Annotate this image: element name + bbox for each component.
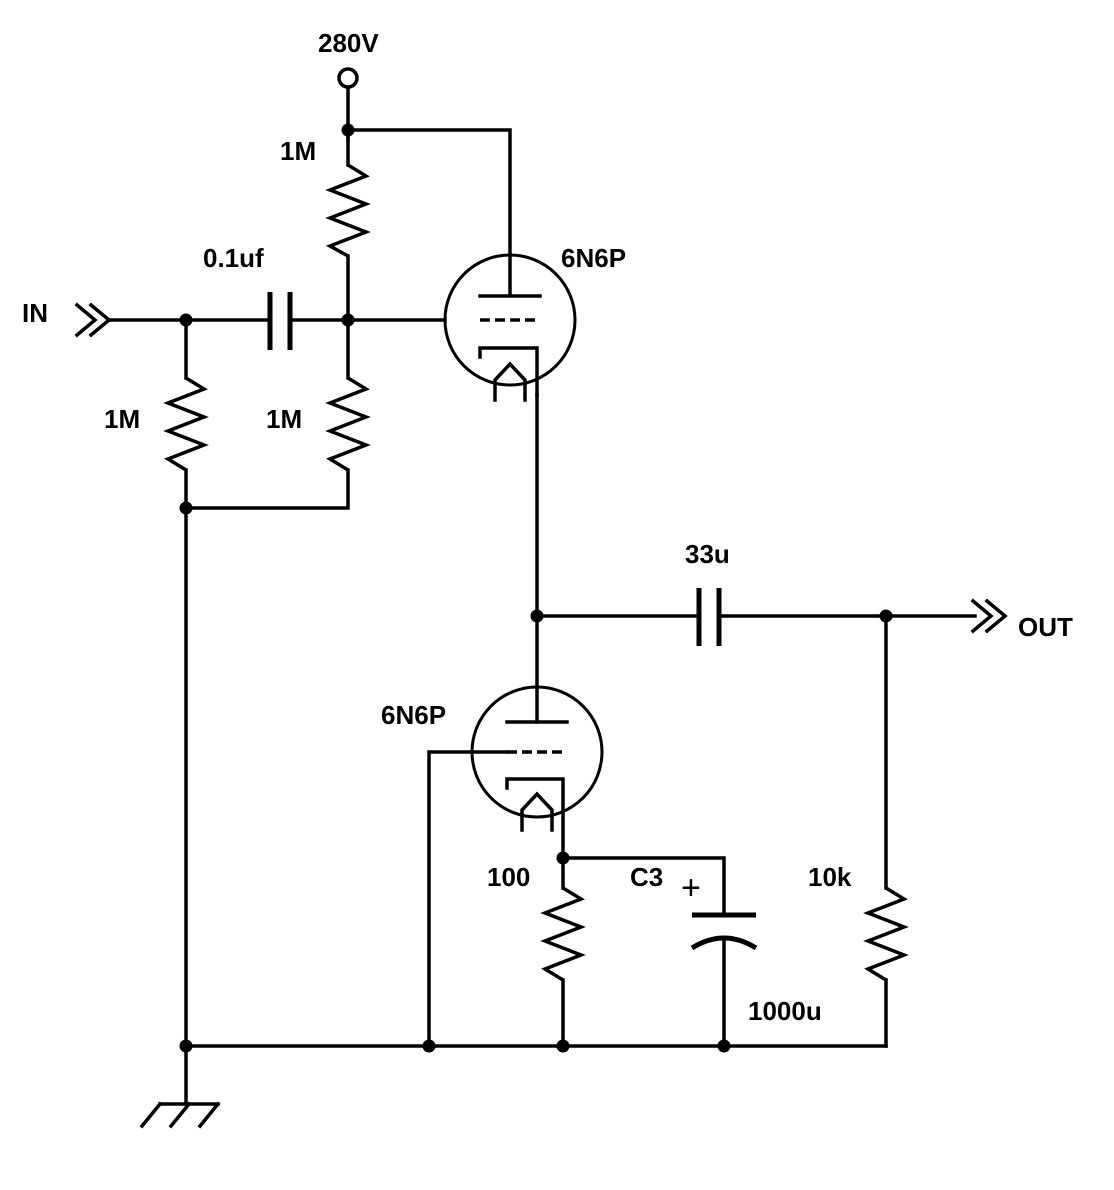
label-c3-value: 1000u xyxy=(748,996,822,1026)
junction-bias xyxy=(179,501,193,515)
junction-grid xyxy=(341,313,355,327)
resistor-r-bias xyxy=(184,318,371,510)
label-r-load: 10k xyxy=(808,862,852,892)
capacitor-c-in xyxy=(267,292,447,350)
junction-output xyxy=(879,609,893,623)
capacitor-c-out xyxy=(535,588,977,646)
tube-bottom xyxy=(427,685,604,1048)
junction-gnd-2 xyxy=(422,1039,436,1053)
capacitor-c3 xyxy=(561,856,758,1048)
label-c-out: 33u xyxy=(685,539,730,569)
junction-gnd-3 xyxy=(556,1039,570,1053)
label-tube-bottom: 6N6P xyxy=(381,700,446,730)
junction-mid xyxy=(530,609,544,623)
ground-rail xyxy=(184,1044,888,1106)
junction-input xyxy=(179,313,193,327)
label-output: OUT xyxy=(1018,612,1073,642)
label-r-bias: 1M xyxy=(266,404,302,434)
resistor-r-in xyxy=(163,318,209,1048)
junction-gnd-4 xyxy=(717,1039,731,1053)
label-c3-ref: C3 xyxy=(630,862,663,892)
label-tube-top: 6N6P xyxy=(561,243,626,273)
label-r-cathode: 100 xyxy=(487,862,530,892)
tube-top xyxy=(443,253,577,402)
chassis-ground-icon xyxy=(139,1101,221,1129)
junction-dots xyxy=(179,123,893,1053)
resistor-r-top xyxy=(325,128,371,322)
label-c-in: 0.1uf xyxy=(203,243,264,273)
label-r-in: 1M xyxy=(104,404,140,434)
junction-cathode xyxy=(556,851,570,865)
resistor-r-load xyxy=(863,614,909,1048)
label-supply: 280V xyxy=(318,28,379,58)
resistor-r-cathode xyxy=(540,856,586,1048)
label-input: IN xyxy=(22,298,48,328)
label-r-top: 1M xyxy=(280,136,316,166)
input-connector xyxy=(74,302,272,338)
junction-supply xyxy=(341,123,355,137)
wire-supply-to-plate xyxy=(346,128,512,297)
output-connector xyxy=(970,598,1008,634)
junction-gnd-1 xyxy=(179,1039,193,1053)
label-c3-plus: + xyxy=(681,869,701,907)
